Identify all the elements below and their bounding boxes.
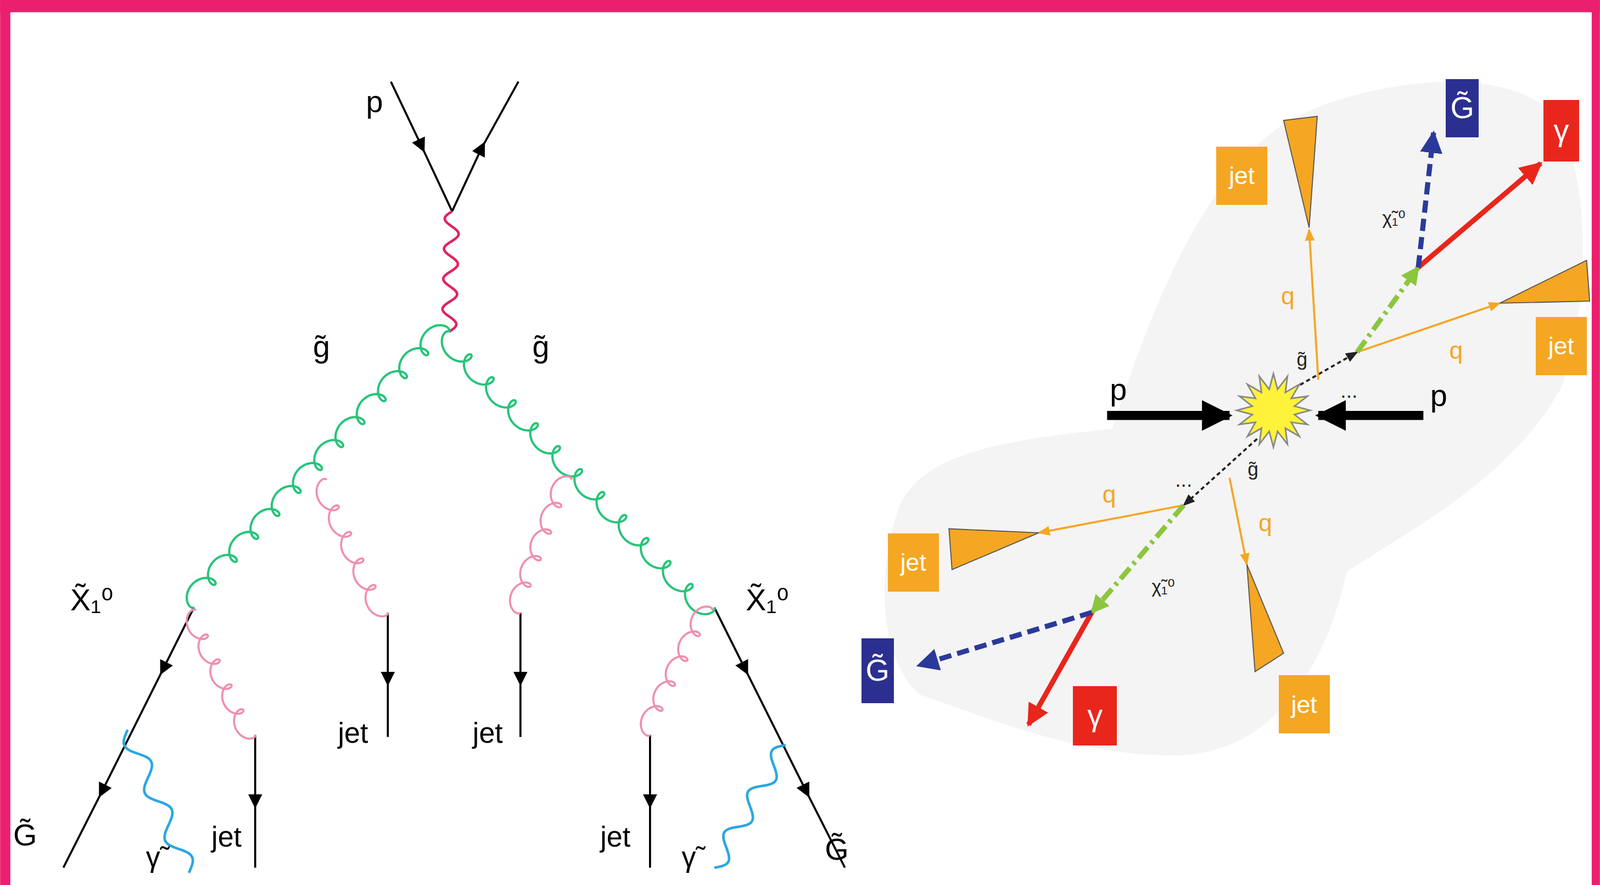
neutralino-track bbox=[1357, 267, 1419, 352]
collision-starburst bbox=[1236, 373, 1311, 447]
photon-box: γ bbox=[1072, 685, 1117, 746]
quark-label: q bbox=[1449, 336, 1464, 364]
neutralino-line bbox=[714, 607, 846, 868]
jet-box: jet bbox=[1216, 146, 1268, 205]
jet-line bbox=[386, 612, 389, 737]
jet-label: jet bbox=[211, 820, 242, 853]
particle-label: g̃ bbox=[532, 329, 550, 364]
frame-bar bbox=[1591, 0, 1600, 885]
gravitino-box: G̃ bbox=[861, 638, 894, 703]
particle-label: p bbox=[366, 85, 384, 119]
node-text: γ bbox=[1553, 113, 1569, 148]
particle-label: χ̃₁⁰ bbox=[1151, 576, 1175, 597]
node-text: G̃ bbox=[865, 653, 890, 687]
quark-label: q bbox=[1258, 508, 1273, 536]
neutralino-track bbox=[1091, 505, 1184, 613]
quark-track bbox=[1229, 477, 1247, 565]
gravitino-track bbox=[1418, 132, 1434, 268]
frame-bar bbox=[0, 0, 1600, 13]
jet-label: jet bbox=[338, 717, 369, 749]
gravitino-track bbox=[918, 612, 1093, 666]
generated-strokes bbox=[123, 211, 786, 873]
photon-track bbox=[1418, 163, 1541, 268]
jet-label: jet bbox=[600, 820, 631, 853]
gluon-line bbox=[316, 478, 389, 617]
quark-track bbox=[1357, 303, 1501, 352]
node-text: jet bbox=[1548, 332, 1575, 360]
gluino-line bbox=[442, 331, 715, 614]
jet-cone bbox=[1500, 260, 1591, 304]
ellipsis: ... bbox=[1175, 468, 1193, 491]
photino-line bbox=[123, 729, 193, 873]
particle-label: g̃ bbox=[312, 329, 330, 364]
particle-label: γ̃ bbox=[681, 841, 696, 873]
background-smudge bbox=[884, 81, 1583, 755]
node-text: G̃ bbox=[1450, 91, 1474, 125]
beam-label: p bbox=[1430, 378, 1448, 413]
jet-line bbox=[254, 734, 257, 868]
jet-line bbox=[649, 734, 652, 868]
frame-bar bbox=[0, 0, 11, 885]
quark-track bbox=[1308, 229, 1319, 380]
particle-label: χ̃₁⁰ bbox=[1382, 208, 1406, 229]
jet-label: jet bbox=[472, 717, 503, 749]
jet-cone bbox=[1283, 116, 1318, 228]
gluon-line bbox=[510, 476, 572, 614]
jet-box: jet bbox=[887, 533, 939, 592]
node-text: jet bbox=[1290, 690, 1317, 718]
beam-label: p bbox=[1109, 372, 1127, 407]
proton-line bbox=[451, 81, 519, 212]
photino-line bbox=[714, 744, 786, 867]
gluino-track bbox=[1183, 438, 1258, 506]
jet-box: jet bbox=[1278, 674, 1330, 734]
jet-cone bbox=[1246, 564, 1284, 672]
photon-box: γ bbox=[1543, 99, 1580, 162]
particle-label: G̃ bbox=[824, 832, 849, 866]
jet-box: jet bbox=[1535, 316, 1587, 376]
particle-label: g̃ bbox=[1296, 348, 1308, 371]
proton-line bbox=[390, 81, 452, 212]
quark-label: q bbox=[1102, 480, 1117, 508]
gluino-line bbox=[186, 325, 450, 608]
node-text: jet bbox=[900, 548, 927, 576]
particle-label: γ̃ bbox=[146, 841, 161, 873]
jet-line bbox=[519, 612, 522, 737]
gluon-line bbox=[186, 609, 256, 739]
gravitino-box: G̃ bbox=[1445, 79, 1479, 138]
ellipsis: ... bbox=[1340, 379, 1358, 402]
boson-line bbox=[442, 211, 459, 332]
particle-label: X̃₁⁰ bbox=[70, 583, 114, 617]
particle-label: X̃₁⁰ bbox=[745, 583, 789, 617]
particle-label: G̃ bbox=[13, 818, 37, 852]
neutralino-line bbox=[63, 607, 194, 868]
gluon-line bbox=[640, 606, 713, 736]
node-text: γ bbox=[1087, 698, 1103, 732]
jet-cone bbox=[948, 528, 1039, 570]
particle-label: g̃ bbox=[1247, 458, 1259, 480]
beam-arrow bbox=[1318, 410, 1424, 421]
node-text: jet bbox=[1228, 161, 1255, 189]
beam-arrow bbox=[1106, 410, 1230, 421]
quark-label: q bbox=[1280, 282, 1295, 310]
